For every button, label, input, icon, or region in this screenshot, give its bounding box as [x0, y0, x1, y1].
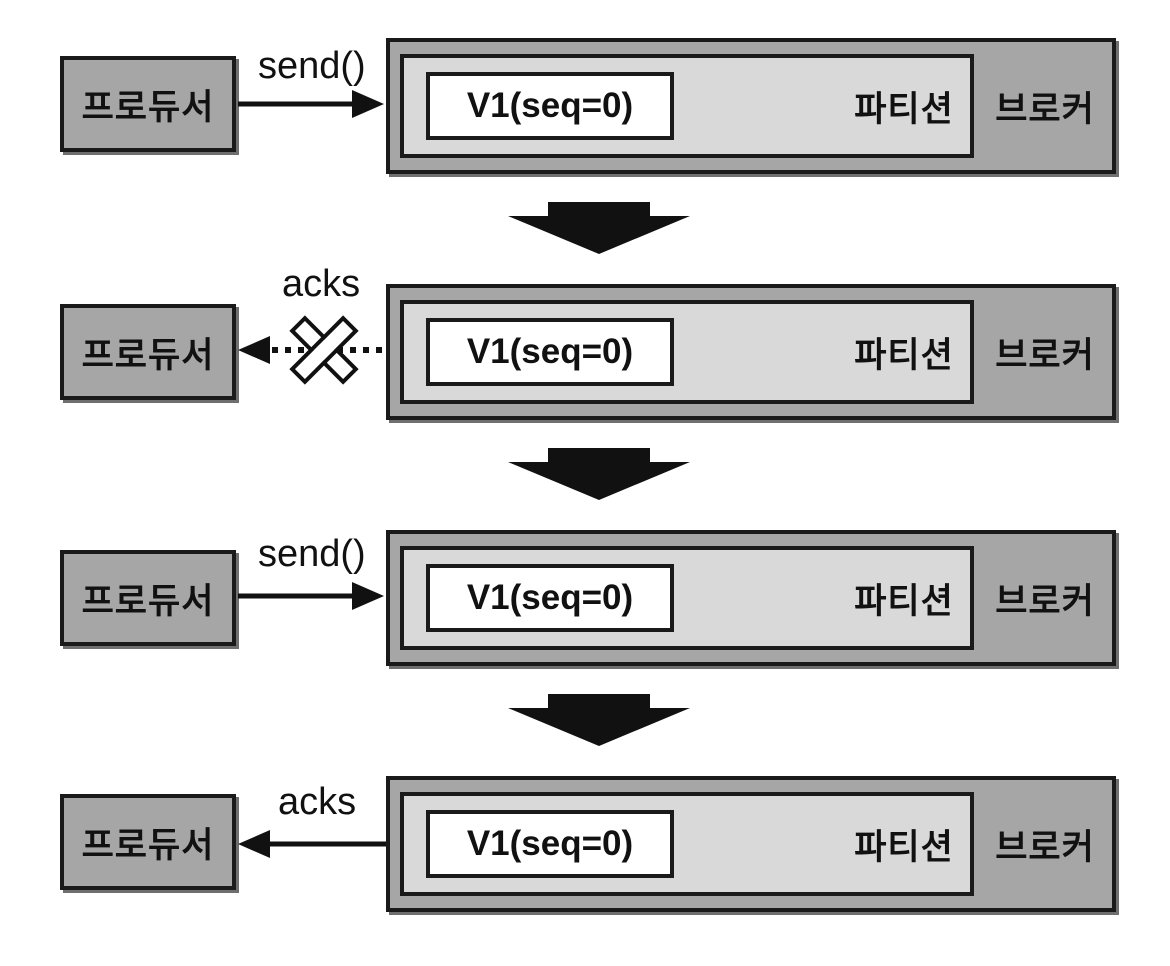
broker-label: 브로커: [995, 335, 1095, 376]
down-arrow-shape: [508, 694, 690, 746]
send-arrow: send(): [238, 533, 384, 610]
transition-arrow-3: [508, 694, 690, 746]
partition-box: V1(seq=0) 파티션: [400, 546, 974, 650]
transition-arrow-1: [508, 202, 690, 254]
arrow-head: [352, 582, 384, 610]
send-label: send(): [258, 533, 366, 575]
transition-arrow-2: [508, 448, 690, 500]
broker-label: 브로커: [995, 827, 1095, 868]
producer-label: 프로듀서: [81, 581, 215, 622]
acks-arrow: acks: [238, 781, 386, 858]
send-arrow: send(): [238, 45, 384, 118]
broker-label: 브로커: [995, 581, 1095, 622]
arrow-head: [238, 830, 270, 858]
broker-box: V1(seq=0) 파티션 브로커: [386, 530, 1116, 666]
send-label: send(): [258, 45, 366, 87]
broker-box: V1(seq=0) 파티션 브로커: [386, 38, 1116, 174]
producer-box: 프로듀서: [60, 56, 236, 152]
record-box: V1(seq=0): [426, 318, 674, 386]
partition-box: V1(seq=0) 파티션: [400, 54, 974, 158]
partition-label: 파티션: [854, 827, 954, 868]
record-box: V1(seq=0): [426, 564, 674, 632]
down-arrow-shape: [508, 448, 690, 500]
producer-box: 프로듀서: [60, 794, 236, 890]
stage-2: 프로듀서 acks V1(seq=0) 파티션 브로커: [0, 263, 1170, 430]
failure-x-icon: [289, 315, 359, 385]
partition-label: 파티션: [854, 335, 954, 376]
acks-label: acks: [278, 781, 356, 823]
stage-4: 프로듀서 acks V1(seq=0) 파티션 브로커: [0, 772, 1170, 922]
partition-label: 파티션: [854, 89, 954, 130]
broker-label: 브로커: [995, 89, 1095, 130]
record-label: V1(seq=0): [466, 578, 634, 617]
producer-label: 프로듀서: [81, 335, 215, 376]
down-arrow-shape: [508, 202, 690, 254]
record-label: V1(seq=0): [466, 824, 634, 863]
acks-label: acks: [282, 263, 360, 305]
partition-box: V1(seq=0) 파티션: [400, 792, 974, 896]
record-label: V1(seq=0): [466, 332, 634, 371]
partition-box: V1(seq=0) 파티션: [400, 300, 974, 404]
producer-box: 프로듀서: [60, 304, 236, 400]
acks-arrow-failed: acks: [238, 263, 386, 385]
stage-1: 프로듀서 send() V1(seq=0) 파티션 브로커: [0, 34, 1170, 184]
producer-box: 프로듀서: [60, 550, 236, 646]
producer-label: 프로듀서: [81, 825, 215, 866]
broker-box: V1(seq=0) 파티션 브로커: [386, 776, 1116, 912]
arrow-head: [352, 90, 384, 118]
producer-label: 프로듀서: [81, 87, 215, 128]
broker-box: V1(seq=0) 파티션 브로커: [386, 284, 1116, 420]
record-label: V1(seq=0): [466, 86, 634, 125]
partition-label: 파티션: [854, 581, 954, 622]
record-box: V1(seq=0): [426, 810, 674, 878]
stage-3: 프로듀서 send() V1(seq=0) 파티션 브로커: [0, 526, 1170, 676]
arrow-head: [238, 336, 270, 364]
record-box: V1(seq=0): [426, 72, 674, 140]
